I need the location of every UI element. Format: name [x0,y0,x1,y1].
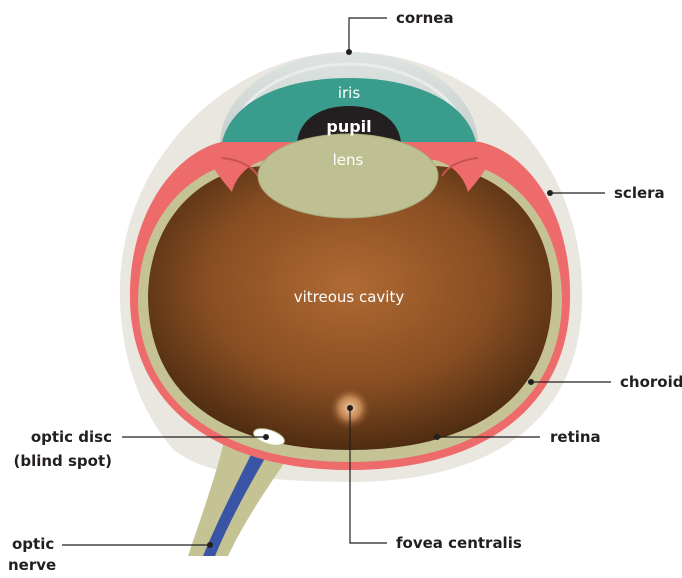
lens-shape [258,134,438,218]
optic-label: optic [12,535,54,553]
optic-disc-label: optic disc [31,428,112,446]
vitreous-cavity-label: vitreous cavity [294,288,405,306]
nerve-label: nerve [8,556,56,573]
sclera-label: sclera [614,184,665,202]
blind-spot-label: (blind spot) [13,452,112,470]
iris-label: iris [338,84,361,102]
choroid-label: choroid [620,373,682,391]
lens-label: lens [333,151,364,169]
optic-nerve-leader [62,542,213,548]
retina-label: retina [550,428,601,446]
cornea-leader [346,18,387,55]
cornea-label: cornea [396,9,454,27]
pupil-label: pupil [326,117,371,136]
fovea-centralis-label: fovea centralis [396,534,522,552]
